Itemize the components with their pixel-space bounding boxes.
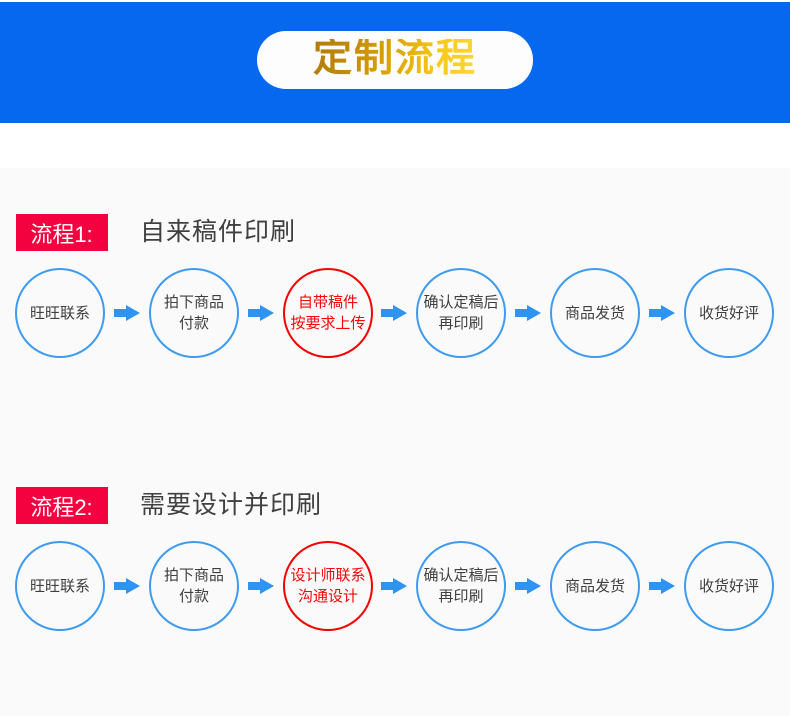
flow-1-step-4[interactable]: 确认定稿后再印刷 [416,268,506,358]
flow-1-arrow-5 [649,305,675,321]
flow-1-title: 自来稿件印刷 [140,218,297,246]
flow-2-step-4-label: 确认定稿后再印刷 [423,567,499,605]
page-title: 定制流程 [312,36,477,80]
flow-2-step-3[interactable]: 设计师联系沟通设计 [283,541,373,631]
flow-section-2-header: 流程2: 需要设计并印刷 [0,471,790,527]
flow-1-steps: 旺旺联系 拍下商品付款 自带稿件按要求上传 确认定稿后再印刷 商品发货 收货好评 [0,268,790,386]
flow-1-step-4-label: 确认定稿后再印刷 [423,294,499,332]
flow-1-step-3[interactable]: 自带稿件按要求上传 [283,268,373,358]
flow-2-title: 需要设计并印刷 [140,491,323,519]
flow-1-step-2[interactable]: 拍下商品付款 [149,268,239,358]
flow-1-arrow-2 [248,305,274,321]
flow-2-step-4[interactable]: 确认定稿后再印刷 [416,541,506,631]
flow-1-step-5[interactable]: 商品发货 [550,268,640,358]
flow-2-step-5[interactable]: 商品发货 [550,541,640,631]
flow-section-2: 流程2: 需要设计并印刷 旺旺联系 拍下商品付款 设计师联系沟通设计 确认定稿后… [0,471,790,659]
flow-1-arrow-3 [381,305,407,321]
flow-1-step-1[interactable]: 旺旺联系 [15,268,105,358]
flow-2-arrow-4 [515,578,541,594]
flow-2-step-2-label: 拍下商品付款 [163,567,224,605]
flow-2-step-2[interactable]: 拍下商品付款 [149,541,239,631]
flow-1-step-6-label: 收货好评 [698,304,759,322]
flow-2-step-1[interactable]: 旺旺联系 [15,541,105,631]
flow-2-arrow-2 [248,578,274,594]
flow-2-arrow-5 [649,578,675,594]
flow-1-step-5-label: 商品发货 [564,304,625,322]
flow-section-1-header: 流程1: 自来稿件印刷 [0,198,790,254]
flow-1-badge: 流程1: [16,214,108,251]
flow-1-arrow-4 [515,305,541,321]
banner-title-pill: 定制流程 [257,30,533,89]
flow-2-arrow-1 [114,578,140,594]
flow-2-steps: 旺旺联系 拍下商品付款 设计师联系沟通设计 确认定稿后再印刷 商品发货 收货好评 [0,541,790,659]
flow-section-1: 流程1: 自来稿件印刷 旺旺联系 拍下商品付款 自带稿件按要求上传 确认定稿后再… [0,198,790,386]
flow-2-badge: 流程2: [16,487,108,524]
flow-1-step-2-label: 拍下商品付款 [163,294,224,332]
page-banner: 定制流程 [0,2,790,123]
flow-2-step-6[interactable]: 收货好评 [684,541,774,631]
content-background [0,168,790,716]
flow-1-step-1-label: 旺旺联系 [29,304,90,322]
flow-2-step-3-label: 设计师联系沟通设计 [290,567,366,605]
flow-2-step-1-label: 旺旺联系 [29,577,90,595]
flow-2-step-6-label: 收货好评 [698,577,759,595]
flow-1-arrow-1 [114,305,140,321]
flow-1-step-6[interactable]: 收货好评 [684,268,774,358]
flow-2-arrow-3 [381,578,407,594]
flow-2-step-5-label: 商品发货 [564,577,625,595]
flow-1-step-3-label: 自带稿件按要求上传 [290,294,366,332]
